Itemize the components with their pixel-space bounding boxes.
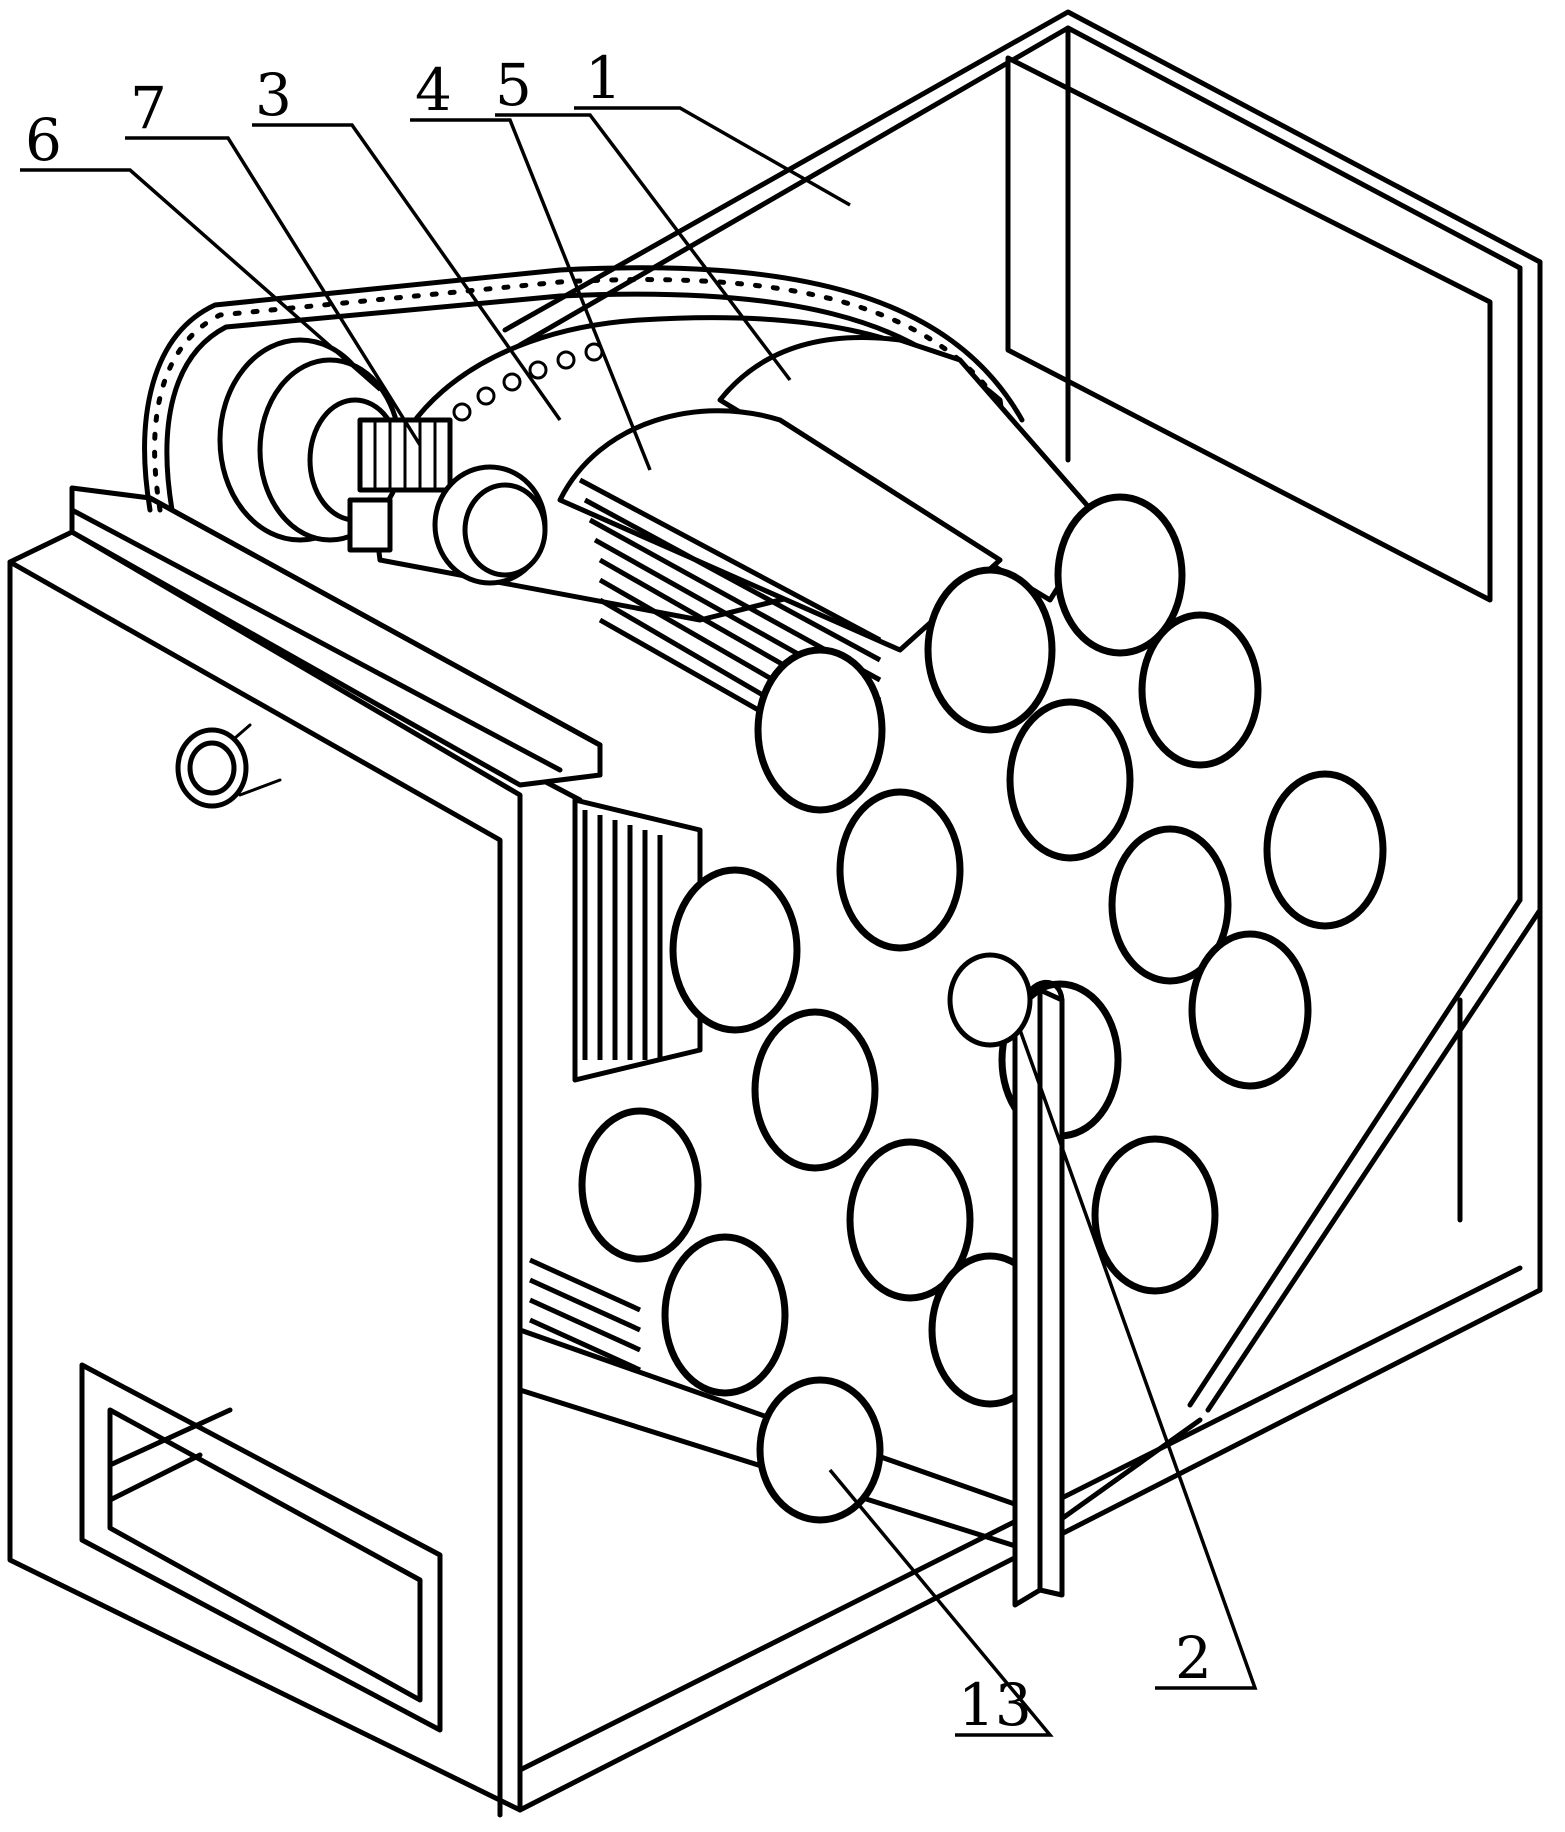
drum-tubes: [578, 493, 1387, 1524]
leader-lines: [20, 106, 1258, 1737]
label-1: 1: [585, 44, 622, 112]
sprocket: [217, 337, 548, 586]
label-7: 7: [130, 74, 167, 142]
label-6: 6: [25, 106, 62, 174]
label-13: 13: [958, 1671, 1032, 1739]
support-bracket: [947, 952, 1065, 1608]
reference-numerals: 6 7 3 4 5 1 2 13: [25, 44, 1212, 1739]
label-2: 2: [1175, 1624, 1212, 1692]
lower-body: [528, 797, 703, 1373]
label-3: 3: [255, 61, 292, 129]
label-5: 5: [495, 51, 532, 119]
label-4: 4: [415, 56, 452, 124]
